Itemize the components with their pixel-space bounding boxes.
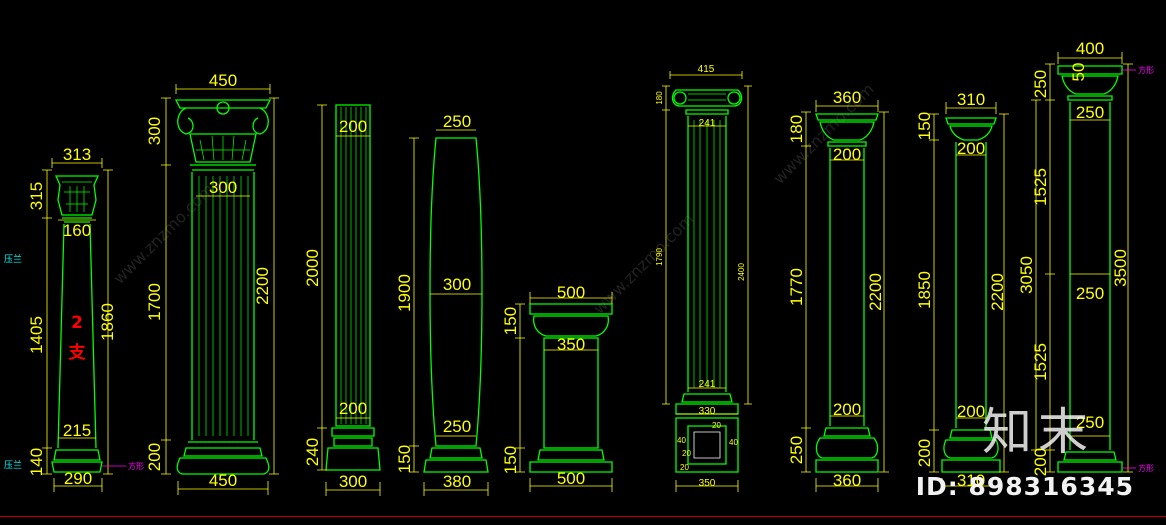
col2-base-height-dim: 200 bbox=[145, 443, 164, 471]
col7-total-height-dim: 2200 bbox=[866, 273, 885, 311]
col8-lower-dim: 200 bbox=[957, 402, 985, 421]
col6-side-left-dim: 40 bbox=[677, 436, 686, 445]
col5-top-dim: 500 bbox=[557, 283, 585, 302]
col5-cap-height-dim: 150 bbox=[501, 307, 520, 335]
col4-lower-dim: 250 bbox=[443, 417, 471, 436]
col3-bottom-dim: 300 bbox=[339, 472, 367, 491]
column-8: 310 200 200 310 150 1850 200 2200 bbox=[915, 90, 1009, 492]
col6-box-width-dim: 330 bbox=[699, 406, 716, 417]
col6-total-height-dim: 2400 bbox=[737, 263, 746, 281]
col9-neck-dim: 250 bbox=[1076, 103, 1104, 122]
col9-total-height-dim: 3500 bbox=[1111, 249, 1130, 287]
col9-cap-height-dim: 250 bbox=[1031, 70, 1050, 98]
left-bottom-label: 压兰 bbox=[4, 459, 22, 471]
col1-base-height-dim: 140 bbox=[27, 448, 46, 476]
site-watermarks: www.znzmo.com www.znzmo.com www.znzmo.co… bbox=[109, 80, 877, 318]
col9-fangxing-top-label: 方形 bbox=[1138, 65, 1154, 75]
bottom-border-line bbox=[0, 516, 1166, 517]
col8-bottom-dim: 310 bbox=[957, 471, 985, 490]
col9-mid-height-dim: 3050 bbox=[1017, 256, 1036, 294]
col9-top-dim: 400 bbox=[1076, 39, 1104, 58]
col7-cap-height-dim: 180 bbox=[787, 115, 806, 143]
col5-neck-dim: 350 bbox=[557, 335, 585, 354]
col8-shaft-height-dim: 1850 bbox=[915, 271, 934, 309]
col2-cap-height-dim: 300 bbox=[145, 117, 164, 145]
column-5: 500 350 500 150 150 bbox=[501, 283, 613, 492]
col9-lower-dim: 250 bbox=[1076, 413, 1104, 432]
col5-bottom-dim: 500 bbox=[557, 469, 585, 488]
col5-base-height-dim: 150 bbox=[501, 446, 520, 474]
col7-bottom-dim: 360 bbox=[833, 471, 861, 490]
col1-fangxing-label: 方形 bbox=[128, 461, 144, 471]
col3-lower-dim: 200 bbox=[339, 399, 367, 418]
col3-shaft-height-dim: 2000 bbox=[303, 249, 322, 287]
col8-cap-height-dim: 150 bbox=[915, 112, 934, 140]
col4-mid-dim: 300 bbox=[443, 275, 471, 294]
col2-top-dim: 450 bbox=[209, 71, 237, 90]
site-watermark: www.znzmo.com bbox=[589, 210, 697, 318]
col6-shaft-height-dim: 1790 bbox=[655, 248, 664, 266]
col1-neck-dim: 160 bbox=[63, 221, 91, 240]
column-6: 415 241 241 330 40 40 20 20 20 350 180 1… bbox=[655, 64, 752, 492]
col7-shaft-height-dim: 1770 bbox=[787, 268, 806, 306]
col9-fangxing-bottom-label: 方形 bbox=[1138, 463, 1154, 473]
col4-base-height-dim: 150 bbox=[395, 445, 414, 473]
col1-bottom-dim: 290 bbox=[64, 469, 92, 488]
col8-neck-dim: 200 bbox=[957, 139, 985, 158]
col1-tag-char: 支 bbox=[69, 342, 87, 363]
col3-base-height-dim: 240 bbox=[303, 438, 322, 466]
col6-cap-height-dim: 180 bbox=[655, 91, 664, 105]
column-9: 400 50 250 250 250 250 1525 1525 200 305… bbox=[1017, 39, 1154, 476]
col6-neck-dim: 241 bbox=[699, 118, 716, 129]
col4-bottom-dim: 380 bbox=[443, 472, 471, 491]
col3-top-dim: 200 bbox=[339, 117, 367, 136]
col7-base-height-dim: 250 bbox=[787, 436, 806, 464]
col1-tag-number: 2 bbox=[71, 313, 83, 333]
col7-lower-dim: 200 bbox=[833, 400, 861, 419]
col9-base-height-dim: 200 bbox=[1031, 448, 1050, 476]
col6-inner-left-dim: 20 bbox=[682, 449, 691, 458]
column-7: 360 200 200 360 180 1770 250 2200 bbox=[787, 88, 889, 492]
column-1: 313 160 215 290 315 1405 140 1860 2 支 压兰… bbox=[4, 145, 144, 492]
column-4: 250 300 250 380 1900 150 bbox=[395, 112, 489, 496]
col1-shaft-height-dim: 1405 bbox=[27, 316, 46, 354]
col8-total-height-dim: 2200 bbox=[988, 273, 1007, 311]
col6-side-right-dim: 40 bbox=[729, 438, 738, 447]
column-3: 200 200 300 2000 240 bbox=[303, 104, 381, 496]
col4-top-dim: 250 bbox=[443, 112, 471, 131]
col2-bottom-dim: 450 bbox=[209, 471, 237, 490]
col8-top-dim: 310 bbox=[957, 90, 985, 109]
col9-mid-dim: 250 bbox=[1076, 284, 1104, 303]
col6-bottom-dim: 350 bbox=[699, 478, 716, 489]
col9-lower-height-dim: 1525 bbox=[1031, 343, 1050, 381]
col8-base-height-dim: 200 bbox=[915, 439, 934, 467]
col2-shaft-height-dim: 1700 bbox=[145, 283, 164, 321]
column-2: 450 300 450 300 1700 200 2200 bbox=[145, 71, 279, 495]
col1-total-height-dim: 1860 bbox=[98, 303, 117, 341]
watermark-id: ID: 898316345 bbox=[915, 472, 1134, 501]
col1-cap-height-dim: 315 bbox=[27, 182, 46, 210]
col1-top-dim: 313 bbox=[63, 145, 91, 164]
col9-cap-mark-dim: 50 bbox=[1069, 63, 1088, 82]
col7-top-dim: 360 bbox=[833, 88, 861, 107]
left-top-label: 压兰 bbox=[4, 253, 22, 265]
col6-top-dim: 415 bbox=[698, 64, 715, 75]
col7-neck-dim: 200 bbox=[833, 145, 861, 164]
col6-lower-dim: 241 bbox=[699, 379, 716, 390]
col6-inner-right-dim: 20 bbox=[712, 421, 721, 430]
col2-total-height-dim: 2200 bbox=[253, 267, 272, 305]
watermark-logo: 知末 bbox=[982, 403, 1094, 461]
col4-shaft-height-dim: 1900 bbox=[395, 274, 414, 312]
col6-inner-bottom-dim: 20 bbox=[680, 463, 689, 472]
col2-neck-dim: 300 bbox=[209, 178, 237, 197]
col1-lower-dim: 215 bbox=[63, 421, 91, 440]
site-watermark: www.znzmo.com bbox=[769, 80, 877, 188]
col9-upper-height-dim: 1525 bbox=[1031, 168, 1050, 206]
